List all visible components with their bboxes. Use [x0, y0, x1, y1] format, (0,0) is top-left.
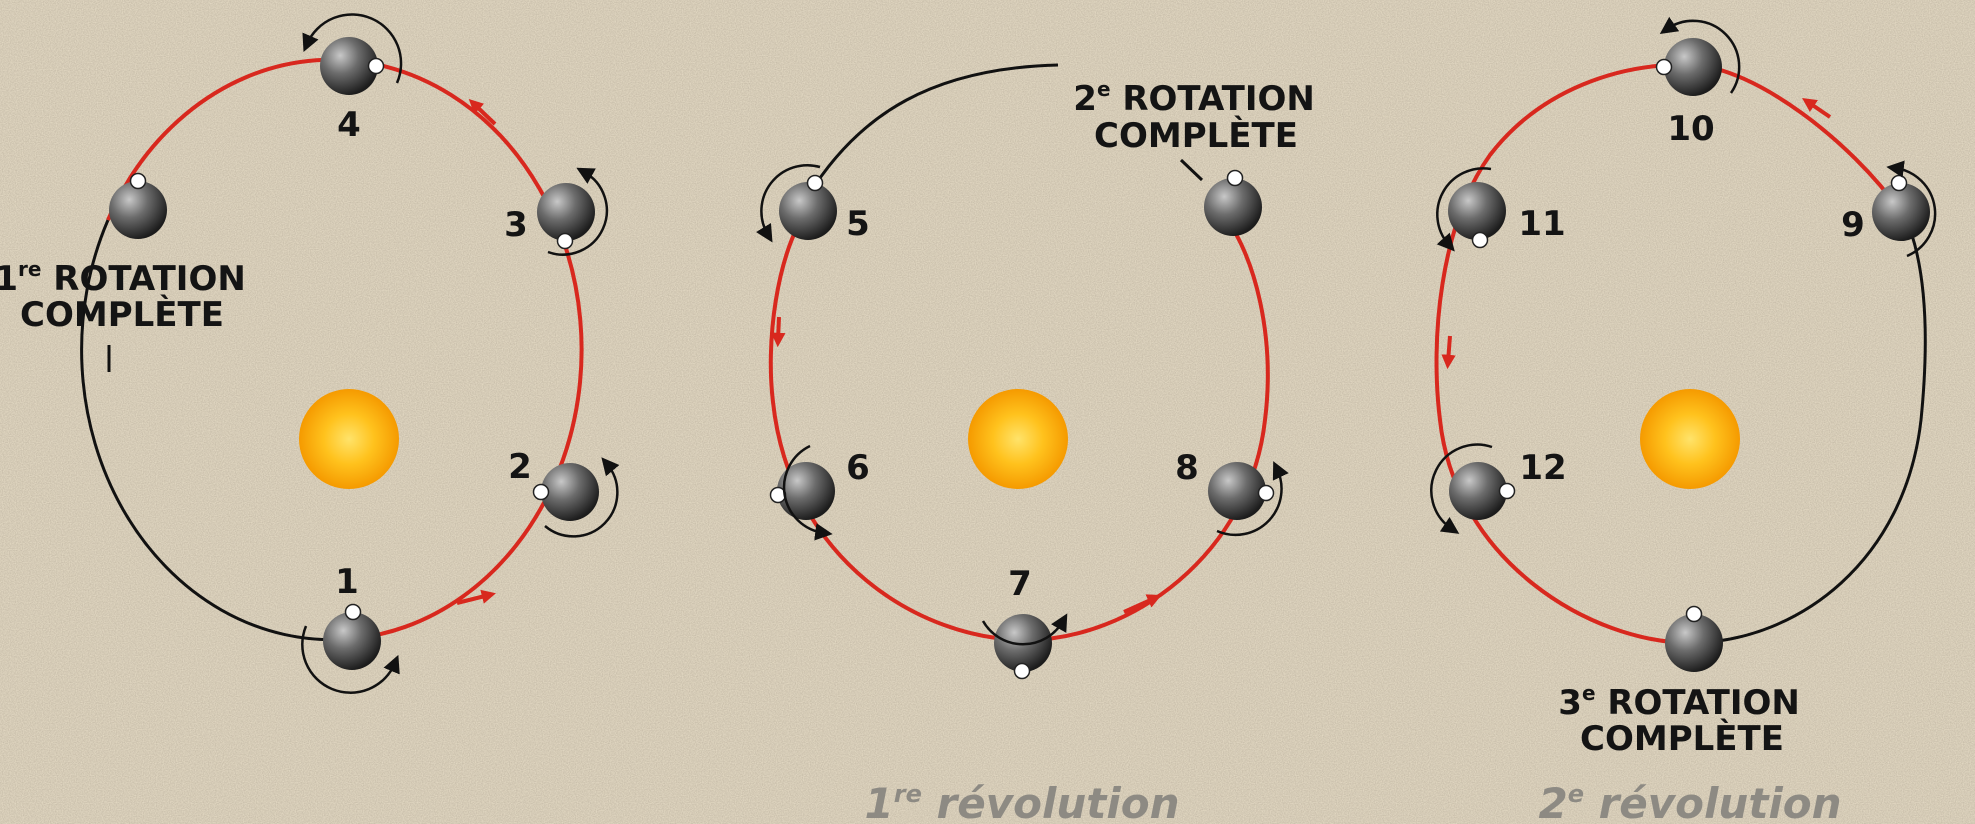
planet-marker — [806, 174, 824, 192]
planet-8: 8 — [1175, 448, 1289, 537]
orbit-red-segment — [1434, 62, 1903, 646]
planet-marker — [1226, 169, 1244, 187]
rotation-arrow-icon — [1216, 461, 1289, 537]
planet-body — [779, 182, 837, 240]
planet-body — [1664, 38, 1722, 96]
planet-marker — [1890, 174, 1908, 192]
orbit-arrow-icon — [1441, 335, 1456, 370]
orbit-arrow-icon — [1802, 97, 1832, 119]
rotation-arrow-icon — [547, 167, 609, 256]
planet-marker — [556, 232, 574, 250]
planet-label: 10 — [1667, 109, 1714, 149]
orbit-black-segment — [1693, 213, 1927, 645]
rotation-arrow-icon — [782, 444, 833, 541]
planet-11: 11 — [1436, 167, 1566, 252]
panel-1: 1 2 3 4 1re ROTATION COMPLÈTE — [0, 13, 620, 694]
planet-4: 4 — [302, 13, 403, 145]
planet-body — [777, 462, 835, 520]
rotation-arrow-icon — [1886, 160, 1937, 258]
planet-body — [1449, 462, 1507, 520]
orbit-arrow-icon — [771, 316, 786, 348]
rotation-arrow-icon — [544, 457, 620, 538]
planet-5: 5 — [755, 164, 870, 244]
rotation-arrow-icon — [301, 625, 400, 694]
planet-body — [323, 612, 381, 670]
orbit-red-segment — [768, 203, 1027, 642]
planet-marker — [1471, 231, 1489, 249]
rotation-arrow-icon — [1430, 443, 1493, 534]
planet-body — [537, 183, 595, 241]
planet-body — [1448, 182, 1506, 240]
rotation-arrow-icon — [302, 13, 403, 84]
planet-start — [1204, 169, 1262, 236]
planet-body — [1204, 178, 1262, 236]
sun — [968, 389, 1068, 489]
planet-1: 1 — [301, 562, 400, 694]
sun — [1640, 389, 1740, 489]
orbit-red-segment — [106, 57, 584, 641]
rotation-arrow-icon — [981, 613, 1068, 646]
planet-label: 12 — [1519, 448, 1566, 488]
planet-body — [994, 614, 1052, 672]
planet-12: 12 — [1430, 443, 1567, 534]
planet-start — [109, 172, 167, 239]
planet-7: 7 — [981, 564, 1068, 680]
orbit-red-segment — [1025, 208, 1270, 642]
callout-line — [1179, 158, 1204, 182]
planet-body — [109, 181, 167, 239]
sun — [299, 389, 399, 489]
planet-marker — [367, 57, 385, 75]
revolution-label: 2e révolution — [1538, 779, 1841, 824]
planet-10: 10 — [1655, 16, 1741, 149]
planet-body — [1208, 462, 1266, 520]
planet-label: 7 — [1008, 564, 1032, 604]
planet-3: 3 — [504, 167, 609, 256]
rotation-arrow-icon — [1436, 167, 1492, 252]
rotation-arrow-icon — [755, 164, 821, 243]
orbit-arrow-icon — [468, 99, 497, 126]
planet-label: 2 — [508, 447, 532, 487]
planet-label: 9 — [1841, 205, 1865, 245]
planet-label: 3 — [504, 205, 528, 245]
planet-body — [541, 463, 599, 521]
planet-2: 2 — [508, 447, 620, 538]
planet-9: 9 — [1841, 160, 1937, 258]
planet-marker — [344, 603, 362, 621]
planet-body — [1665, 614, 1723, 672]
planet-marker — [1685, 605, 1703, 623]
planet-body — [320, 37, 378, 95]
planet-label: 6 — [846, 448, 870, 488]
planet-label: 11 — [1518, 204, 1565, 244]
planet-label: 5 — [846, 204, 870, 244]
planet-marker — [1655, 58, 1673, 76]
planet-marker — [1498, 482, 1516, 500]
orbit-arrow-icon — [456, 589, 496, 605]
orbit-black-segment — [806, 63, 1059, 197]
planet-label: 1 — [335, 562, 359, 602]
planet-body — [1872, 183, 1930, 241]
orbit-arrow-icon — [1123, 594, 1162, 614]
planet-marker — [532, 483, 550, 501]
rotation-note: 1re ROTATION COMPLÈTE — [0, 257, 258, 335]
planet-label: 8 — [1175, 448, 1199, 488]
planet-marker — [129, 172, 147, 190]
planet-6: 6 — [769, 444, 870, 541]
panel-2: 5 6 7 8 2e ROTATION COMPLÈTE — [755, 63, 1326, 824]
rotation-arrow-icon — [1659, 16, 1741, 94]
rotation-note: 2e ROTATION COMPLÈTE — [1073, 77, 1326, 156]
rotation-note: 3e ROTATION COMPLÈTE — [1558, 681, 1811, 759]
planet-label: 4 — [337, 105, 361, 145]
planet-marker — [1257, 484, 1275, 502]
panel-3: 9 10 11 12 3e ROTATION COMPLÈTE — [1430, 16, 1937, 824]
orbit-black-segment — [80, 219, 350, 642]
planet-start — [1665, 605, 1723, 672]
planet-marker — [1013, 662, 1031, 680]
revolution-label: 1re révolution — [865, 779, 1180, 824]
